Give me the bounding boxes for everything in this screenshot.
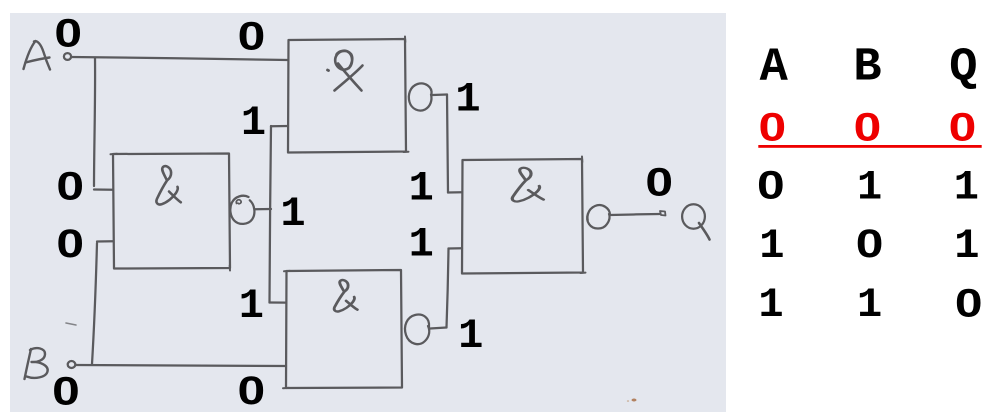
svg-text:1: 1 — [409, 164, 434, 212]
svg-text:0: 0 — [645, 160, 673, 205]
svg-text:1: 1 — [280, 190, 305, 238]
svg-text:0: 0 — [856, 221, 884, 266]
svg-text:1: 1 — [409, 221, 434, 269]
svg-text:0: 0 — [238, 13, 266, 58]
svg-text:1: 1 — [759, 222, 784, 270]
svg-text:0: 0 — [54, 10, 82, 55]
svg-text:0: 0 — [949, 104, 977, 149]
svg-text:0: 0 — [955, 280, 983, 325]
svg-text:1: 1 — [241, 99, 266, 147]
svg-text:1: 1 — [455, 76, 480, 124]
svg-text:0: 0 — [758, 104, 786, 149]
svg-text:1: 1 — [857, 281, 882, 329]
svg-text:Q: Q — [949, 41, 977, 94]
svg-text:A: A — [760, 41, 789, 94]
svg-text:0: 0 — [757, 162, 785, 207]
svg-text:1: 1 — [857, 164, 882, 212]
svg-text:0: 0 — [52, 368, 80, 413]
svg-text:1: 1 — [954, 222, 979, 270]
svg-text:1: 1 — [239, 282, 264, 330]
svg-text:0: 0 — [56, 163, 84, 208]
svg-text:1: 1 — [758, 281, 783, 329]
svg-text:0: 0 — [854, 104, 882, 149]
svg-text:1: 1 — [954, 164, 979, 212]
svg-text:1: 1 — [458, 312, 483, 360]
svg-text:0: 0 — [237, 368, 265, 413]
svg-text:0: 0 — [56, 221, 84, 266]
svg-text:B: B — [853, 41, 881, 94]
